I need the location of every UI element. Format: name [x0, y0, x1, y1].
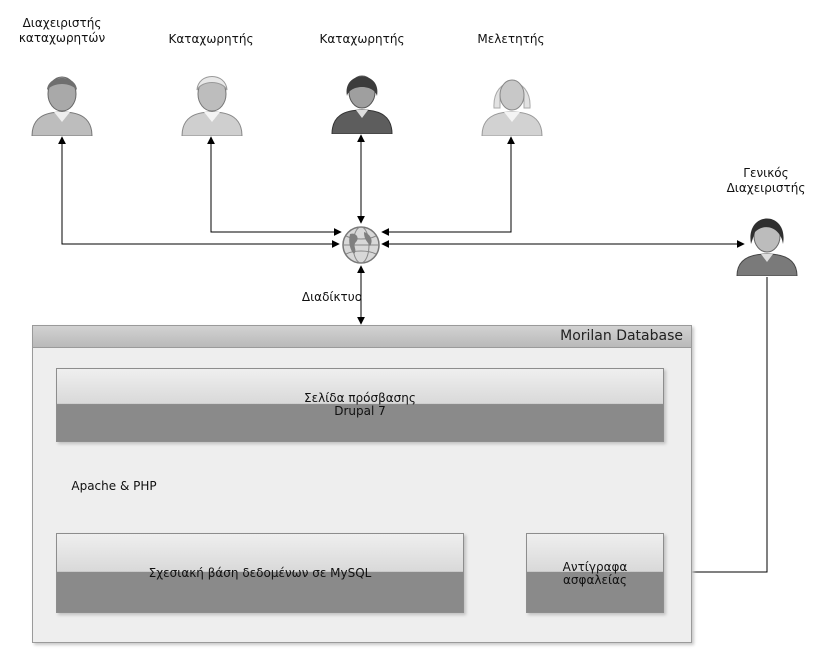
backups-label-line1: Αντίγραφα	[562, 560, 628, 574]
user-icon-general-admin	[736, 218, 798, 276]
backups-box: Αντίγραφα ασφαλείας	[526, 533, 664, 613]
actor-label-line: Διαχειριστής	[726, 181, 806, 195]
actor-label-line: Γενικός	[743, 166, 789, 180]
internet-label: Διαδίκτυο	[301, 290, 363, 304]
user-icon-registrant-2	[331, 75, 393, 134]
system-title: Morilan Database	[560, 328, 683, 344]
apache-php-label: Apache & PHP	[71, 479, 157, 493]
actor-label-line: Διαχειριστής	[22, 16, 102, 30]
actor-label-registrant-1: Καταχωρητής	[168, 32, 254, 46]
connector-general-admin-backups	[663, 277, 768, 576]
database-label: Σχεσιακή βάση δεδομένων σε MySQL	[148, 566, 372, 580]
connector-admin-registrants	[58, 136, 340, 248]
user-icon-registrant-1	[181, 76, 243, 136]
actor-label-admin-registrants: Διαχειριστής καταχωρητών	[12, 16, 112, 46]
connector-registrant-1	[207, 136, 342, 236]
actor-label-registrant-2: Καταχωρητής	[319, 32, 405, 46]
backups-label-line2: ασφαλείας	[563, 573, 627, 587]
user-icon-admin-registrants	[31, 76, 93, 136]
connector-researcher	[381, 136, 515, 236]
system-header: Morilan Database	[33, 326, 691, 348]
globe-icon	[342, 226, 380, 264]
access-page-subtitle: Drupal 7	[334, 404, 386, 418]
database-box: Σχεσιακή βάση δεδομένων σε MySQL	[56, 533, 464, 613]
actor-label-researcher: Μελετητής	[477, 32, 545, 46]
access-page-title: Σελίδα πρόσβασης	[304, 391, 416, 405]
user-icon-researcher	[481, 79, 543, 136]
actor-label-general-admin: Γενικός Διαχειριστής	[716, 166, 816, 196]
access-page-box: Σελίδα πρόσβασης Drupal 7	[56, 368, 664, 442]
actor-label-line: καταχωρητών	[18, 31, 106, 45]
